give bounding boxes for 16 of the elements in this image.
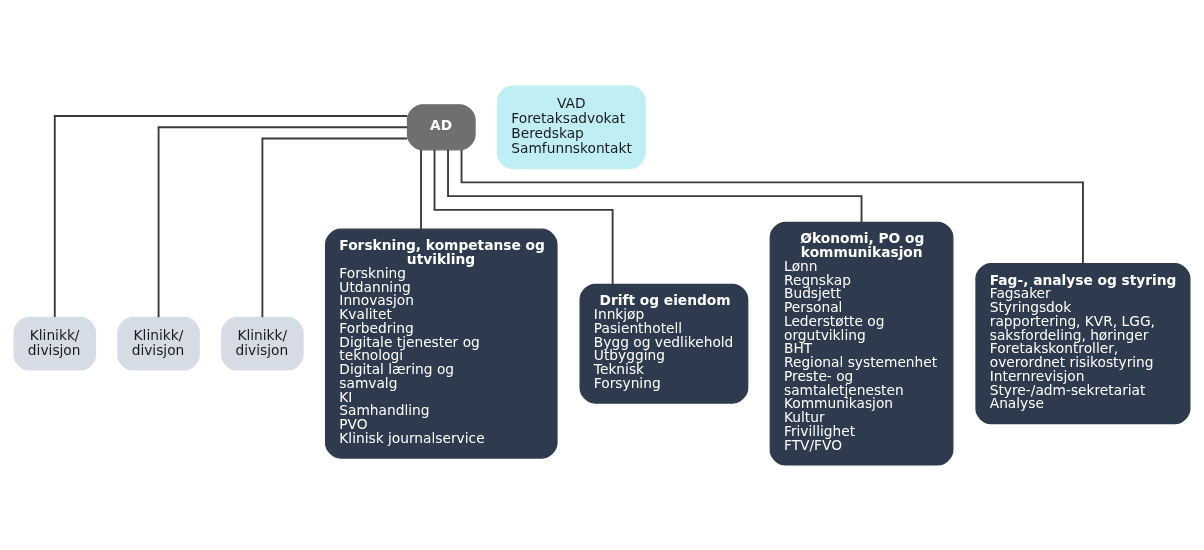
node-box: Forskning, kompetanse og utvikling Forskning Utdanning Innovasjon Kvalitet Forbedring Digitale tjenester og teknologi Digital læring og samvalg KI Samhandling PVO Klinisk journalservice xyxy=(324,228,558,459)
connector xyxy=(420,148,422,230)
connector xyxy=(447,148,863,223)
node-box: Klinikk/ divisjon xyxy=(221,316,304,371)
connector xyxy=(53,114,409,318)
connector xyxy=(261,137,409,318)
node-box: AD xyxy=(406,103,476,150)
node-box: Drift og eiendom Innkjøp Pasienthotell Bygg og vedlikehold Utbygging Teknisk Forsyning xyxy=(579,283,749,404)
node-box: Økonomi, PO og kommunikasjon Lønn Regnskap Budsjett Personal Lederstøtte og orgutvikling BHT Regional systemenhet Preste- og samtaletjenesten Kommunikasjon Kultur Frivillighet FTV/FVO xyxy=(769,221,954,466)
node-box: Fag-, analyse og styring Fagsaker Styringsdok rapportering, KVR, LGG, saksfordeling, høringer Foretakskontroller, overordnet risikostyring Internrevisjon Styre-/adm-sekretariat Analyse xyxy=(975,262,1191,424)
node-box: Klinikk/ divisjon xyxy=(13,316,97,371)
connector xyxy=(460,148,1084,264)
node-box: VAD Foretaksadvokat Beredskap Samfunnskontakt xyxy=(496,84,646,169)
connector xyxy=(433,148,614,285)
node-box: Klinikk/ divisjon xyxy=(117,316,200,371)
connector xyxy=(157,125,409,318)
